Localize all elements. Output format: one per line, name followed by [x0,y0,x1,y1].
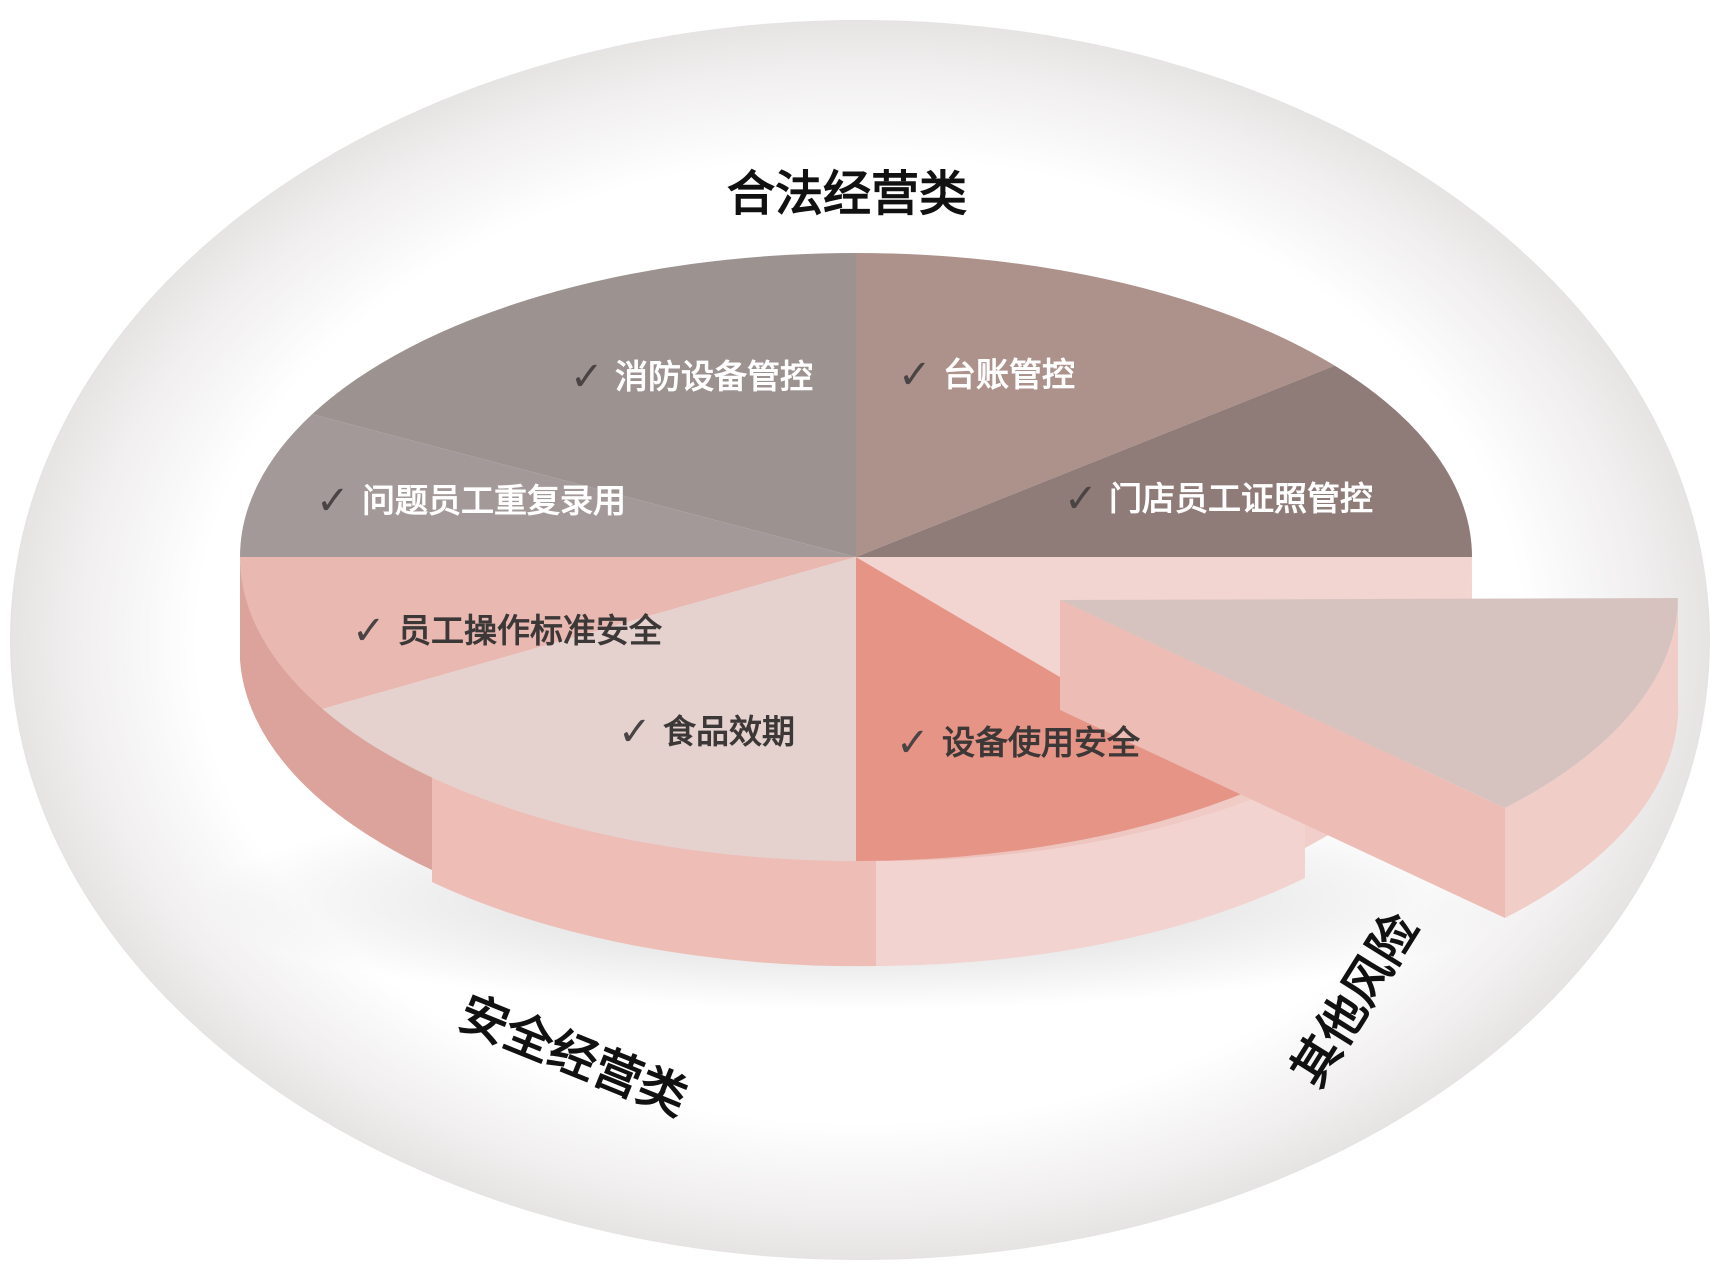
check-ledger: ✓ [898,352,932,398]
label-food: 食品效期 [663,712,795,751]
label-equip: 设备使用安全 [942,723,1141,762]
slice-labels: ✓ 消防设备管控 ✓ 台账管控 ✓ 门店员工证照管控 ✓ 问题员工重复录用 ✓ … [316,352,1373,766]
label-fire: 消防设备管控 [615,357,813,396]
check-rehire: ✓ [316,478,350,524]
slice-license [856,365,1472,557]
label-license: 门店员工证照管控 [1109,479,1373,518]
check-op: ✓ [352,608,386,654]
pie-side-left [240,557,432,870]
pie-side-equip [876,777,1305,966]
pie-side-food [432,777,876,967]
pie-slices [240,252,1472,861]
label-rehire: 问题员工重复录用 [362,481,626,520]
group-label-legal: 合法经营类 [727,166,967,222]
label-op: 员工操作标准安全 [398,611,663,650]
check-equip: ✓ [896,720,930,766]
label-ledger: 台账管控 [943,355,1075,394]
check-fire: ✓ [570,354,604,400]
exploded-slice-side [1505,598,1679,918]
slice-ledger [856,253,1335,557]
check-license: ✓ [1064,476,1098,522]
slice-equip [856,557,1252,861]
exploded-slice-top [1060,598,1678,808]
check-food: ✓ [618,709,652,755]
slice-rehire [240,414,856,557]
exploded-slice-other-risk [1060,598,1679,918]
slice-fire [312,252,857,557]
slice-food [322,557,857,861]
exploded-slice-front [1060,600,1505,918]
slice-op [240,557,856,709]
